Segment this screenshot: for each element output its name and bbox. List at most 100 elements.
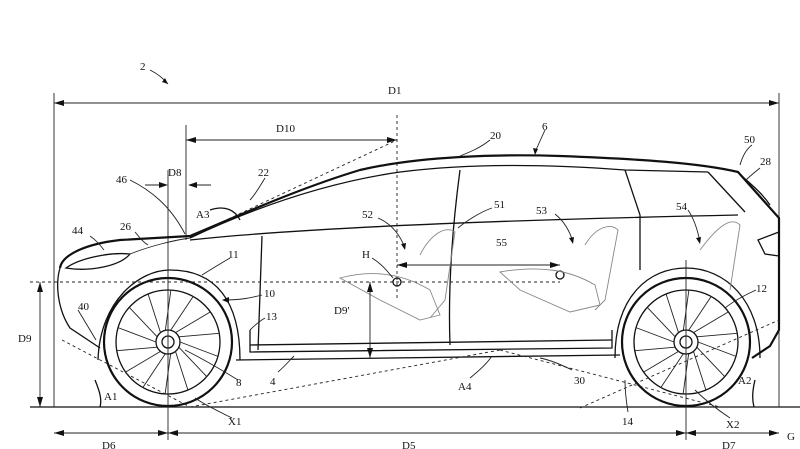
label-12: 12 [756, 283, 767, 295]
label-40: 40 [78, 301, 90, 313]
leader-4 [277, 355, 295, 373]
wheel-spoke [697, 341, 737, 357]
label-46: 46 [116, 174, 128, 186]
label-a1: A1 [104, 391, 117, 403]
label-d5: D5 [402, 440, 416, 449]
leader-6 [534, 129, 546, 153]
wheel-spoke [125, 350, 161, 373]
headlight [64, 252, 132, 270]
leader-10 [224, 294, 263, 301]
wheel-spoke [646, 307, 676, 338]
wheel-spoke [643, 350, 679, 373]
a3-arc [209, 207, 241, 221]
leader-30 [539, 357, 573, 371]
rear-window-50 [737, 171, 771, 206]
label-22: 22 [258, 167, 269, 179]
wheel-spoke [634, 346, 676, 352]
leader-46 [129, 179, 186, 235]
wheel-spoke [635, 327, 675, 343]
leader-20 [459, 139, 491, 157]
label-28: 28 [760, 156, 772, 168]
breakover-line-rear [499, 349, 721, 408]
rear-seat-cushion [499, 268, 601, 313]
sill-line [249, 339, 613, 346]
label-13: 13 [266, 311, 278, 323]
wheel-spoke [179, 341, 219, 357]
label-figure-ref: 2 [140, 61, 146, 73]
wheel-spoke [693, 311, 729, 334]
leader-11 [201, 257, 231, 276]
leader-a4 [469, 355, 493, 379]
label-d8: D8 [168, 167, 182, 179]
label-x1: X1 [228, 416, 241, 428]
label-a2: A2 [738, 375, 751, 387]
wheel-spoke [170, 296, 194, 331]
front-fascia [57, 267, 101, 349]
wheel-spoke [175, 351, 189, 391]
hood-line [129, 237, 191, 255]
leader-50 [739, 144, 753, 166]
front-seat-cushion [338, 273, 441, 321]
label-d6: D6 [102, 440, 116, 449]
leader-12 [724, 289, 757, 309]
label-d9-prime: D9' [334, 305, 349, 317]
wheel-spoke [147, 293, 161, 333]
a1-arc [94, 379, 102, 408]
label-55: 55 [496, 237, 508, 249]
label-51: 51 [494, 199, 505, 211]
wheel-spoke [142, 353, 166, 388]
third-row-seat [699, 221, 741, 291]
wheel-spoke [660, 353, 684, 388]
wheel-spoke [175, 311, 211, 334]
breakover-line-front [189, 349, 501, 408]
label-26: 26 [120, 221, 132, 233]
rear-seat-back [584, 226, 619, 311]
c-pillar-line [624, 169, 641, 270]
leader-x2 [694, 389, 731, 419]
label-30: 30 [574, 375, 586, 387]
wheel-spoke [116, 346, 158, 352]
leader-28 [745, 167, 761, 181]
label-a4: A4 [458, 381, 472, 393]
label-50: 50 [744, 134, 756, 146]
label-44: 44 [72, 225, 84, 237]
rocker-line [235, 354, 621, 361]
label-d1: D1 [388, 85, 401, 97]
label-20: 20 [490, 130, 502, 142]
front-door-line [257, 235, 263, 351]
label-14: 14 [622, 416, 634, 428]
leader-13 [249, 317, 266, 331]
battery-floor [249, 330, 613, 353]
label-d9: D9 [18, 333, 32, 345]
departure-angle-line [579, 319, 780, 409]
label-11: 11 [228, 249, 239, 261]
label-x2: X2 [726, 419, 739, 431]
d8-arrowheads [159, 182, 197, 188]
leader-x1 [194, 397, 233, 419]
front-seat-back [419, 229, 456, 319]
label-8: 8 [236, 377, 242, 389]
wheel-spoke [688, 296, 712, 331]
approach-angle-line [61, 339, 191, 408]
a2-arc [751, 379, 756, 408]
body-outline [58, 154, 781, 359]
label-10: 10 [264, 288, 276, 300]
leader-54 [687, 209, 701, 243]
taillight [757, 231, 780, 257]
leader-22 [249, 177, 266, 201]
leader-40 [77, 309, 97, 341]
label-h: H [362, 249, 370, 261]
wheel-spoke [696, 332, 738, 338]
leader-14 [624, 379, 629, 413]
label-d7: D7 [722, 440, 736, 449]
leader-26 [134, 231, 149, 246]
wheel-spoke [128, 307, 158, 338]
leader-52 [377, 217, 406, 249]
wheel-spoke [665, 293, 679, 333]
leader-51 [457, 207, 493, 229]
wheel-spoke [178, 332, 220, 338]
label-52: 52 [362, 209, 373, 221]
belt-line [189, 214, 739, 241]
